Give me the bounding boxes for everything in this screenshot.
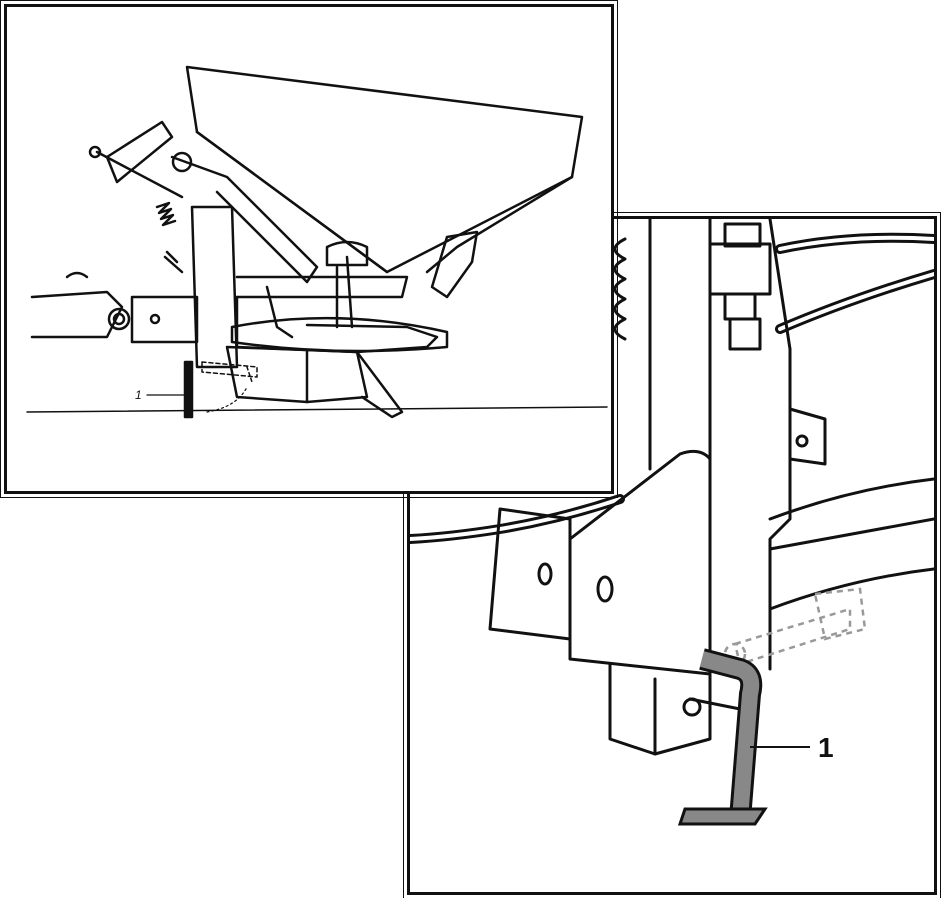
overview-view-panel: 1 bbox=[0, 0, 618, 498]
mount-plate-front bbox=[568, 449, 712, 676]
callout-label-right: 1 bbox=[818, 732, 834, 763]
hopper bbox=[185, 65, 584, 274]
spreader-disc bbox=[230, 316, 449, 353]
callout-label-left: 1 bbox=[135, 388, 142, 402]
valve-body bbox=[708, 242, 772, 296]
stand-pin-head bbox=[682, 697, 702, 717]
setting-dial bbox=[325, 240, 369, 267]
overview-parking-stand bbox=[183, 360, 194, 419]
lower-link-bracket bbox=[130, 295, 199, 344]
hydraulic-hose-lower bbox=[410, 494, 625, 544]
stand-foot bbox=[677, 807, 768, 826]
detail-view-panel: 1 bbox=[403, 212, 941, 898]
quadrant-plate bbox=[105, 120, 174, 184]
overview-drawing: 1 bbox=[26, 65, 608, 419]
lower-link-arm bbox=[30, 290, 124, 339]
ground-line bbox=[26, 406, 608, 413]
spring-coil bbox=[613, 237, 627, 341]
parking-stand bbox=[677, 648, 768, 826]
detail-view-drawing: 1 bbox=[410, 219, 934, 826]
lever-arm bbox=[95, 150, 184, 199]
